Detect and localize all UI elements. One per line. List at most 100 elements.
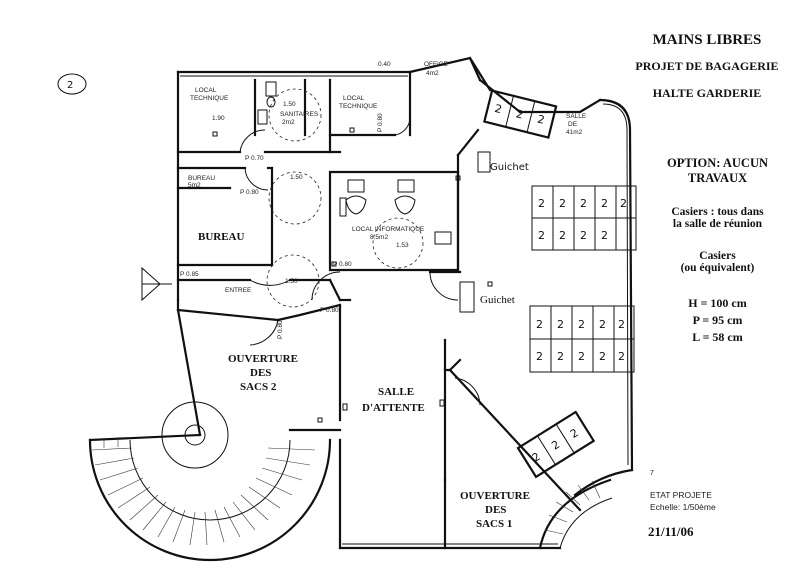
toilet-fixture-icon <box>257 81 277 125</box>
room-local-informatique-b: 8.5m2 <box>370 234 388 241</box>
locker-m2-4: 2 <box>599 350 606 363</box>
locker-m2-3: 2 <box>578 350 585 363</box>
room-entree: ENTREE <box>225 287 252 294</box>
dim-190: 1.90 <box>212 115 225 122</box>
locker-u1-4: 2 <box>601 197 608 210</box>
outer-walls <box>176 56 634 550</box>
page-number: 2 <box>67 80 73 91</box>
room-ouverture-2-b: DES <box>250 367 271 379</box>
casiers-equiv-block: Casiers (ou équivalent) <box>640 250 795 274</box>
dim-150-mid: 1.50 <box>290 174 303 181</box>
room-salle-reunion-a: SALLE <box>566 113 587 120</box>
locker-group-top: 2 2 2 <box>483 89 558 139</box>
window-details <box>180 75 629 545</box>
locker-u1-5: 2 <box>620 197 627 210</box>
locker-top-3: 2 <box>536 113 546 127</box>
dimension-h: H = 100 cm <box>688 296 747 310</box>
dim-p080-sacs2: P 0.80 <box>277 320 284 339</box>
casiers-equiv-line1: Casiers <box>699 250 736 262</box>
locker-d-3: 2 <box>568 426 581 441</box>
title-subject: HALTE GARDERIE <box>652 86 762 100</box>
room-bureau-small-a: BUREAU <box>188 175 215 182</box>
locker-d-2: 2 <box>549 438 562 453</box>
room-local-technique-1-b: TECHNIQUE <box>190 95 229 102</box>
room-office-a: OFFICE <box>424 61 448 68</box>
it-equipment-icon <box>339 179 452 245</box>
locker-u1-3: 2 <box>580 197 587 210</box>
room-salle-reunion-b: DE <box>568 121 578 128</box>
spiral-staircase <box>88 401 332 562</box>
dim-150-low: 1.50 <box>285 278 298 285</box>
room-ouverture-1-a: OUVERTURE <box>460 490 530 502</box>
column-markers <box>212 127 493 423</box>
guichet-label-1: Guichet <box>490 162 529 173</box>
room-ouverture-2-c: SACS 2 <box>240 381 277 393</box>
locker-u2-3: 2 <box>580 229 587 242</box>
locker-u1-2: 2 <box>559 197 566 210</box>
room-local-technique-2-b: TECHNIQUE <box>339 103 378 110</box>
footer-scale: Echelle: 1/50ème <box>650 502 716 512</box>
locker-block-upper: 2 2 2 2 2 2 2 2 2 <box>531 185 637 251</box>
locker-m2-5: 2 <box>618 350 625 363</box>
dim-150-top: 1.50 <box>283 101 296 108</box>
dim-p080-bureau: P 0.80 <box>240 189 259 196</box>
locker-m1-4: 2 <box>599 318 606 331</box>
casiers-equiv-line2: (ou équivalent) <box>680 262 755 274</box>
dim-p070: P 0.70 <box>245 155 264 162</box>
room-salle-attente-a: SALLE <box>378 386 414 398</box>
room-salle-attente-b: D'ATTENTE <box>362 402 425 414</box>
guichet-label-2: Guichet <box>480 294 515 306</box>
room-sanitaires-b: 2m2 <box>282 119 295 126</box>
casiers-note-line2: la salle de réunion <box>672 218 763 230</box>
locker-u2-1: 2 <box>538 229 545 242</box>
dim-153: 1.53 <box>396 242 409 249</box>
locker-m2-1: 2 <box>536 350 543 363</box>
locker-m1-1: 2 <box>536 318 543 331</box>
guichet-counter-1 <box>477 151 491 173</box>
page-number-circle <box>57 73 87 95</box>
guichet-counter-2 <box>459 281 475 313</box>
title-main: MAINS LIBRES <box>652 32 762 48</box>
room-salle-reunion-c: 41m2 <box>566 129 583 136</box>
room-ouverture-1-c: SACS 1 <box>476 518 512 530</box>
locker-block-middle: 2 2 2 2 2 2 2 2 2 2 <box>529 305 635 373</box>
footer-page-mark: 7 <box>650 470 654 477</box>
dim-p080-top: P 0.80 <box>377 113 384 132</box>
locker-top-1: 2 <box>493 102 503 116</box>
room-local-technique-1-a: LOCAL <box>195 87 217 94</box>
room-sanitaires-a: SANITAIRES <box>280 111 319 118</box>
locker-u2-4: 2 <box>601 229 608 242</box>
dimension-l: L = 58 cm <box>692 330 743 344</box>
room-office-b: 4m2 <box>426 70 439 77</box>
locker-group-diagonal: 2 2 2 <box>516 410 596 479</box>
option-block: OPTION: AUCUN TRAVAUX <box>640 156 795 186</box>
locker-u2-2: 2 <box>559 229 566 242</box>
title-block: MAINS LIBRES PROJET DE BAGAGERIE HALTE G… <box>622 32 792 101</box>
option-line2: TRAVAUX <box>687 171 748 185</box>
casiers-note-line1: Casiers : tous dans <box>671 206 764 218</box>
footer-state: ETAT PROJETE <box>650 490 712 500</box>
entrance-arrow-icon <box>141 266 172 302</box>
locker-top-2: 2 <box>515 107 525 121</box>
locker-m1-5: 2 <box>618 318 625 331</box>
title-project: PROJET DE BAGAGERIE <box>635 59 779 73</box>
room-bureau: BUREAU <box>198 231 245 243</box>
dimension-p: P = 95 cm <box>692 313 743 327</box>
dim-p080-corridor: P 0.80 <box>320 307 339 314</box>
room-bureau-small-b: 5m2 <box>188 182 201 189</box>
dimensions-block: H = 100 cm P = 95 cm L = 58 cm <box>640 296 795 345</box>
locker-m2-2: 2 <box>557 350 564 363</box>
room-ouverture-2-a: OUVERTURE <box>228 353 298 365</box>
room-local-technique-2-a: LOCAL <box>343 95 365 102</box>
casiers-note-block: Casiers : tous dans la salle de réunion <box>640 206 795 230</box>
locker-m1-2: 2 <box>557 318 564 331</box>
room-ouverture-1-b: DES <box>485 504 506 516</box>
dim-p085: P 0.85 <box>180 271 199 278</box>
door-swings <box>239 117 481 406</box>
corner-stair <box>538 478 613 550</box>
locker-u1-1: 2 <box>538 197 545 210</box>
dim-p080-info: P 0.80 <box>333 261 352 268</box>
interior-walls <box>176 70 582 550</box>
footer-date: 21/11/06 <box>648 524 694 539</box>
